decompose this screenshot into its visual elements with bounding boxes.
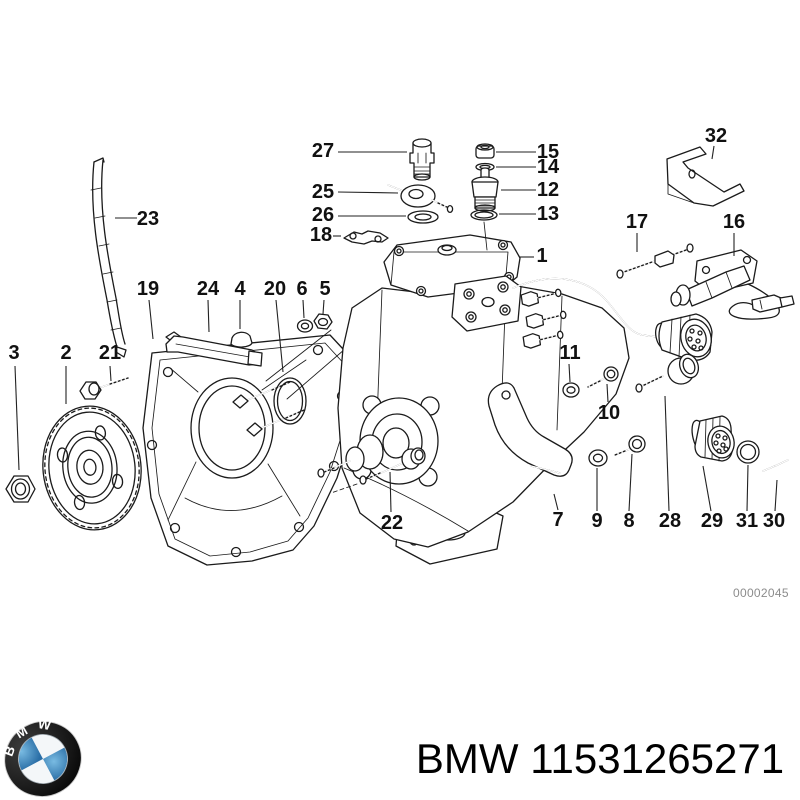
part-solenoid-16 <box>670 249 795 320</box>
callout-32: 32 <box>705 125 727 147</box>
callout-11: 11 <box>559 342 580 364</box>
part-harness-connector <box>512 277 713 361</box>
part-washer-26 <box>407 210 439 224</box>
part-number-title: BMW 11531265271 <box>404 736 796 782</box>
leader-line-5 <box>322 299 325 315</box>
callout-3: 3 <box>8 342 19 364</box>
callout-25: 25 <box>312 181 334 203</box>
part-banjo-25 <box>387 184 454 214</box>
callout-12: 12 <box>537 179 559 201</box>
callout-14: 14 <box>537 156 560 178</box>
part-fitting-27 <box>409 138 435 181</box>
part-washer-9 <box>588 449 608 467</box>
callout-4: 4 <box>234 278 246 300</box>
part-washer-6 <box>296 319 314 333</box>
part-sprocket <box>42 405 142 531</box>
leader-line-24 <box>207 299 210 333</box>
callout-20: 20 <box>264 278 286 300</box>
part-nut-15 <box>475 143 495 159</box>
part-bolt-21 <box>79 377 129 400</box>
leader-line-6 <box>302 299 305 319</box>
part-oring-13 <box>470 209 498 221</box>
callout-9: 9 <box>591 510 602 532</box>
callout-15: 15 <box>537 141 559 163</box>
part-washer-11 <box>562 382 580 398</box>
callout-21: 21 <box>99 342 121 364</box>
leader-line-20 <box>275 299 284 373</box>
callout-2: 2 <box>60 342 71 364</box>
part-upper-rail <box>165 331 263 367</box>
callout-16: 16 <box>723 211 745 233</box>
callout-1: 1 <box>536 245 547 267</box>
callout-27: 27 <box>312 140 334 162</box>
callout-10: 10 <box>598 402 620 424</box>
exploded-parts-diagram: 1234567891011121314151617181920212223242… <box>5 125 795 566</box>
leader-line-31 <box>746 464 749 512</box>
part-clip-18 <box>343 230 389 245</box>
part-stud-17 <box>616 243 694 279</box>
part-injection-pump <box>317 234 630 565</box>
part-pin-30 <box>762 459 789 472</box>
callout-13: 13 <box>537 203 559 225</box>
callout-29: 29 <box>701 510 723 532</box>
leader-line-29 <box>702 465 712 512</box>
part-key <box>230 331 253 348</box>
callout-28: 28 <box>659 510 681 532</box>
part-bolt-10 <box>587 366 619 388</box>
leader-line-3 <box>14 365 20 471</box>
leader-line-7 <box>553 493 559 511</box>
callout-24: 24 <box>197 278 220 300</box>
brand-name: BMW <box>415 735 519 782</box>
leader-line-11 <box>568 363 571 383</box>
part-valve-12 <box>471 167 499 212</box>
callout-23: 23 <box>137 208 159 230</box>
leader-line-21 <box>109 365 112 382</box>
valve-axis-line <box>483 221 488 251</box>
part-bolt-22 <box>330 447 426 494</box>
part-support-bracket <box>487 382 573 477</box>
part-bracket-32 <box>666 146 745 207</box>
bmw-roundel-icon: BMW <box>1 720 82 797</box>
diagram-code: 00002045 <box>733 586 789 600</box>
part-angle-connector-28 <box>635 353 700 393</box>
callout-8: 8 <box>623 510 634 532</box>
leader-line-8 <box>628 453 633 512</box>
part-nut-5 <box>313 313 333 330</box>
leader-line-19 <box>148 299 154 340</box>
diagram-line-art <box>5 138 795 566</box>
callout-17: 17 <box>626 211 648 233</box>
leader-line-28 <box>664 395 670 512</box>
callout-6: 6 <box>296 278 307 300</box>
callout-18: 18 <box>310 224 332 246</box>
part-mount-plate <box>142 334 358 566</box>
callout-22: 22 <box>381 512 403 534</box>
callout-26: 26 <box>312 204 334 226</box>
part-plug-29 <box>691 415 735 462</box>
part-chain-guide-rail <box>90 157 127 358</box>
leader-line-22 <box>389 471 392 513</box>
part-number: 11531265271 <box>530 735 785 782</box>
callout-30: 30 <box>763 510 785 532</box>
callout-7: 7 <box>552 509 563 531</box>
leader-line-32 <box>711 145 715 160</box>
leader-line-25 <box>337 191 399 194</box>
leader-line-30 <box>774 479 778 512</box>
callout-5: 5 <box>319 278 330 300</box>
callout-31: 31 <box>736 510 758 532</box>
part-oring-31 <box>736 440 760 464</box>
part-bolt-8 <box>614 435 646 456</box>
footer: BMW BMW 11531265271 <box>0 716 800 800</box>
axis-guide-lines <box>265 329 353 400</box>
part-oring-20 <box>273 377 307 425</box>
leader-line-10 <box>606 383 609 403</box>
callout-19: 19 <box>137 278 159 300</box>
part-nut-3 <box>5 475 36 503</box>
